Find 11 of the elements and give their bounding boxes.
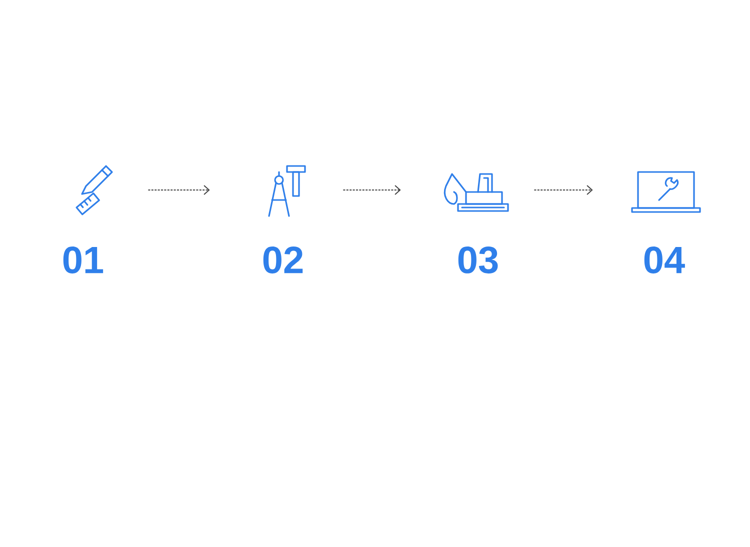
step-number: 01 (63, 246, 104, 274)
step-number: 04 (644, 246, 685, 274)
arrow (148, 185, 210, 195)
excavator-icon (444, 173, 509, 212)
step-number: 02 (263, 246, 303, 274)
laptop-wrench-icon (631, 171, 701, 213)
ruler-pencil-icon (76, 165, 113, 216)
arrow (534, 185, 593, 195)
compass-square-icon (268, 165, 306, 217)
step-number: 03 (458, 246, 498, 274)
arrow (342, 185, 401, 195)
